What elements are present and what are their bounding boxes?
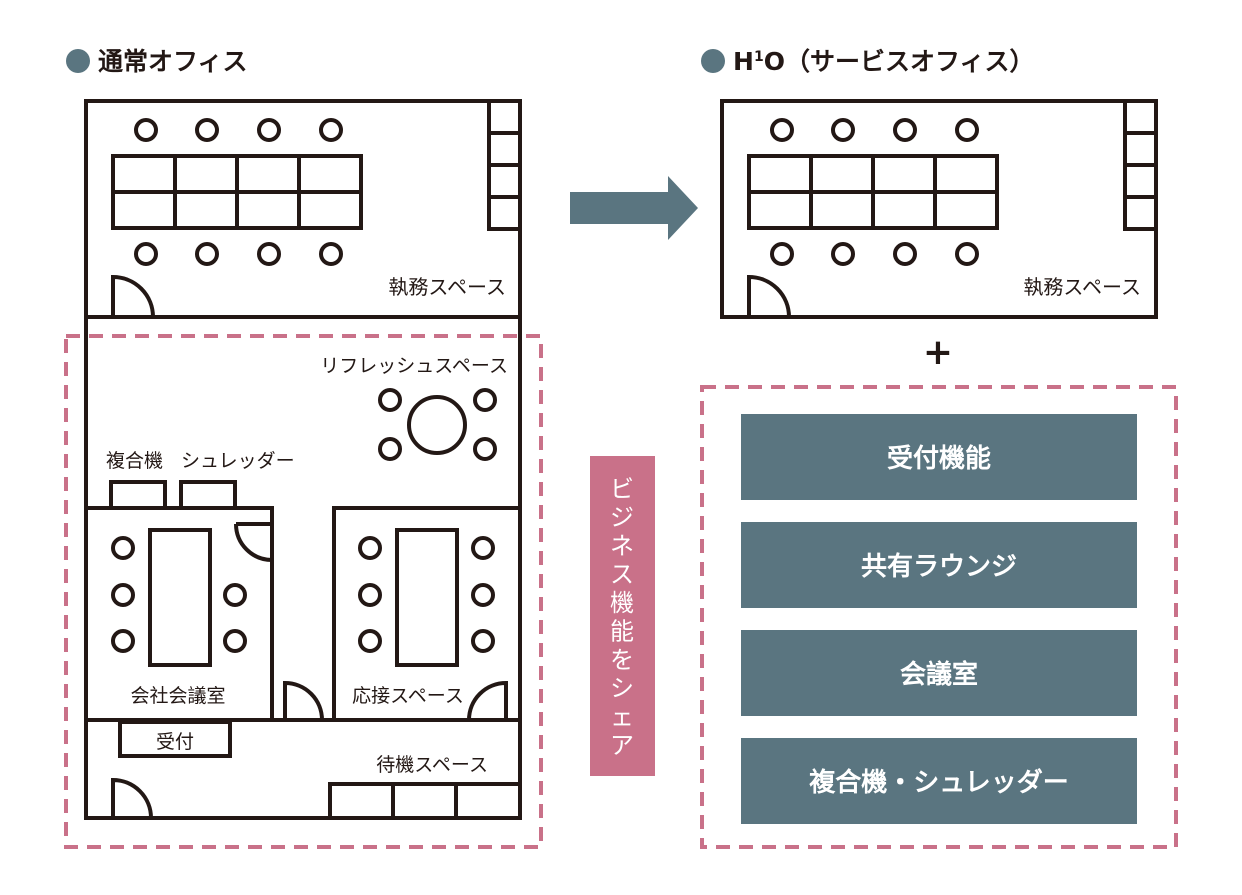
waiting-space-label: 待機スペース: [376, 754, 488, 776]
plus-icon: +: [923, 332, 953, 373]
chair-icon: [111, 629, 135, 653]
chair-icon: [471, 583, 495, 607]
chair-icon: [955, 118, 979, 142]
left-work-space-label: 執務スペース: [388, 275, 506, 299]
chair-icon: [831, 118, 855, 142]
chair-icon: [195, 242, 219, 266]
reception-space-table: [395, 528, 459, 667]
chair-icon: [893, 242, 917, 266]
right-title: H1O（サービスオフィス）: [733, 47, 1034, 76]
service-box-label: 共有ラウンジ: [861, 552, 1017, 582]
chair-icon: [319, 242, 343, 266]
chair-icon: [257, 118, 281, 142]
share-label-char: ア: [610, 732, 634, 760]
chair-icon: [111, 536, 135, 560]
service-box-label: 会議室: [900, 659, 978, 690]
chair-icon: [770, 242, 794, 266]
right-work-door: [747, 274, 791, 318]
refresh-space-label: リフレッシュスペース: [320, 355, 508, 377]
share-label-char: シ: [610, 675, 634, 703]
chair-icon: [319, 118, 343, 142]
left-title-bullet: [66, 49, 90, 73]
chair-icon: [893, 118, 917, 142]
chair-icon: [471, 536, 495, 560]
share-label-char: ス: [610, 561, 634, 589]
chair-icon: [111, 583, 135, 607]
share-business-functions-box: [590, 456, 655, 776]
chair-icon: [134, 118, 158, 142]
chair-icon: [831, 242, 855, 266]
share-label-char: ネ: [610, 532, 634, 560]
shredder-box: [179, 480, 237, 510]
mfp-box: [109, 480, 167, 510]
share-label-char: を: [610, 646, 634, 674]
right-title-superscript: 1: [754, 49, 764, 65]
right-work-space-label: 執務スペース: [1023, 275, 1141, 299]
meeting-room-wall: [86, 506, 274, 720]
right-service-area-border: [700, 385, 1178, 849]
chair-icon: [378, 437, 402, 461]
share-label-char: ビ: [610, 475, 634, 503]
meeting-room-table: [148, 528, 212, 667]
left-lower-wall: [84, 317, 522, 820]
chair-icon: [378, 388, 402, 412]
service-box: [741, 522, 1137, 608]
left-work-door: [111, 274, 155, 318]
left-title: 通常オフィス: [98, 47, 248, 76]
shredder-label: シュレッダー: [181, 450, 295, 472]
chair-icon: [195, 118, 219, 142]
chair-icon: [473, 437, 497, 461]
share-label-char: 能: [610, 618, 634, 646]
waiting-sofa: [328, 782, 522, 820]
reception-space-door: [467, 680, 508, 721]
round-table: [407, 395, 467, 455]
reception-desk-label: 受付: [156, 731, 194, 753]
chair-icon: [358, 629, 382, 653]
chair-icon: [471, 629, 495, 653]
share-label-char: ェ: [610, 703, 634, 731]
right-title-h: H: [733, 47, 754, 76]
chair-icon: [257, 242, 281, 266]
service-box: [741, 630, 1137, 716]
service-box-label: 複合機・シュレッダー: [809, 767, 1068, 798]
share-label-char: 機: [610, 589, 634, 617]
share-label-char: ジ: [610, 504, 634, 532]
service-box: [741, 414, 1137, 500]
chair-icon: [473, 388, 497, 412]
chair-icon: [955, 242, 979, 266]
right-title-rest: O（サービスオフィス）: [764, 47, 1035, 76]
mfp-label: 複合機: [106, 450, 163, 472]
service-box-label: 受付機能: [887, 443, 991, 474]
left-shared-area-border: [64, 334, 543, 849]
meeting-room-door: [234, 522, 273, 562]
chair-icon: [358, 536, 382, 560]
chair-icon: [223, 629, 247, 653]
meeting-room-entrance-door: [283, 680, 324, 721]
chair-icon: [134, 242, 158, 266]
company-meeting-room-label: 会社会議室: [130, 685, 225, 707]
chair-icon: [358, 583, 382, 607]
chair-icon: [770, 118, 794, 142]
right-title-bullet: [701, 49, 725, 73]
reception-desk: [118, 720, 232, 758]
service-box: [741, 738, 1137, 824]
chair-icon: [223, 583, 247, 607]
reception-space-label: 応接スペース: [352, 685, 464, 707]
reception-space-wall: [332, 506, 520, 720]
transform-arrow: [570, 176, 698, 240]
entrance-door: [111, 777, 153, 819]
